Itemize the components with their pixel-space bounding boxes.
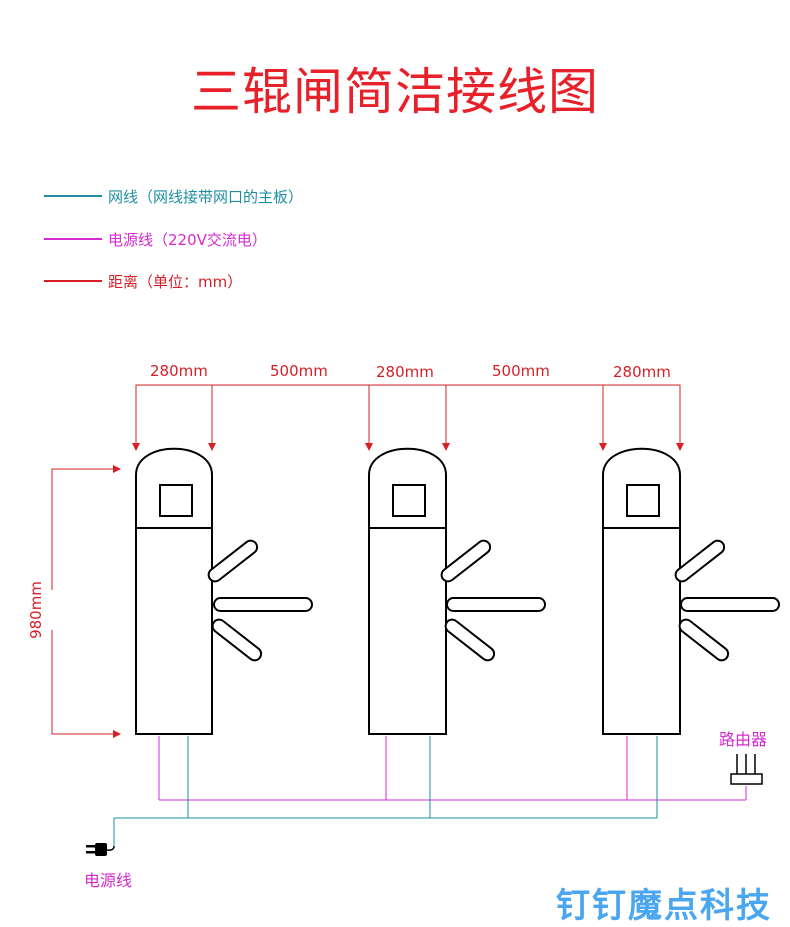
dimension-lines-top bbox=[132, 384, 684, 451]
tripod-arm-lower-3 bbox=[678, 618, 730, 662]
legend-distance-label: 距离（单位：mm） bbox=[108, 272, 243, 291]
legend-power-label: 电源线（220V交流电） bbox=[108, 230, 267, 249]
tripod-arm-lower-2 bbox=[444, 618, 496, 662]
dimension-gap-2: 500mm bbox=[492, 362, 550, 380]
legend-power-swatch bbox=[44, 238, 102, 240]
power-wiring bbox=[158, 736, 747, 801]
turnstile-gate-2 bbox=[368, 447, 546, 735]
tripod-arm-lower-1 bbox=[211, 618, 263, 662]
network-wiring bbox=[113, 736, 658, 848]
turnstile-gate-3 bbox=[602, 447, 780, 735]
legend-network-label: 网线（网线接带网口的主板） bbox=[108, 187, 304, 206]
router-icon bbox=[730, 754, 763, 785]
diagram-title: 三辊闸简洁接线图 bbox=[191, 63, 599, 121]
dimension-gate-width-3: 280mm bbox=[613, 363, 671, 381]
dimension-gate-width-2: 280mm bbox=[376, 363, 434, 381]
legend-distance: 距离（单位：mm） bbox=[44, 271, 242, 291]
tripod-arm-upper-1 bbox=[207, 539, 259, 583]
card-reader-3 bbox=[626, 484, 660, 517]
dimension-gap-1: 500mm bbox=[270, 362, 328, 380]
watermark-logo: 钉钉魔点科技 bbox=[556, 886, 772, 926]
tripod-arm-upper-3 bbox=[674, 539, 726, 583]
card-reader-2 bbox=[392, 484, 426, 517]
tripod-arm-upper-2 bbox=[440, 539, 492, 583]
tripod-arm-middle-2 bbox=[446, 597, 546, 612]
dimension-gate-width-1: 280mm bbox=[150, 362, 208, 380]
dimension-line-height bbox=[51, 465, 121, 738]
power-source-label: 电源线 bbox=[84, 871, 133, 890]
legend-distance-swatch bbox=[44, 280, 102, 282]
tripod-arm-middle-1 bbox=[213, 597, 313, 612]
legend-network: 网线（网线接带网口的主板） bbox=[44, 186, 303, 206]
tripod-arm-middle-3 bbox=[680, 597, 780, 612]
card-reader-1 bbox=[159, 484, 193, 517]
legend-power: 电源线（220V交流电） bbox=[44, 229, 267, 249]
router-label: 路由器 bbox=[719, 730, 768, 749]
legend-network-swatch bbox=[44, 195, 102, 197]
turnstile-gate-1 bbox=[135, 447, 313, 735]
power-plug-icon bbox=[86, 843, 115, 856]
